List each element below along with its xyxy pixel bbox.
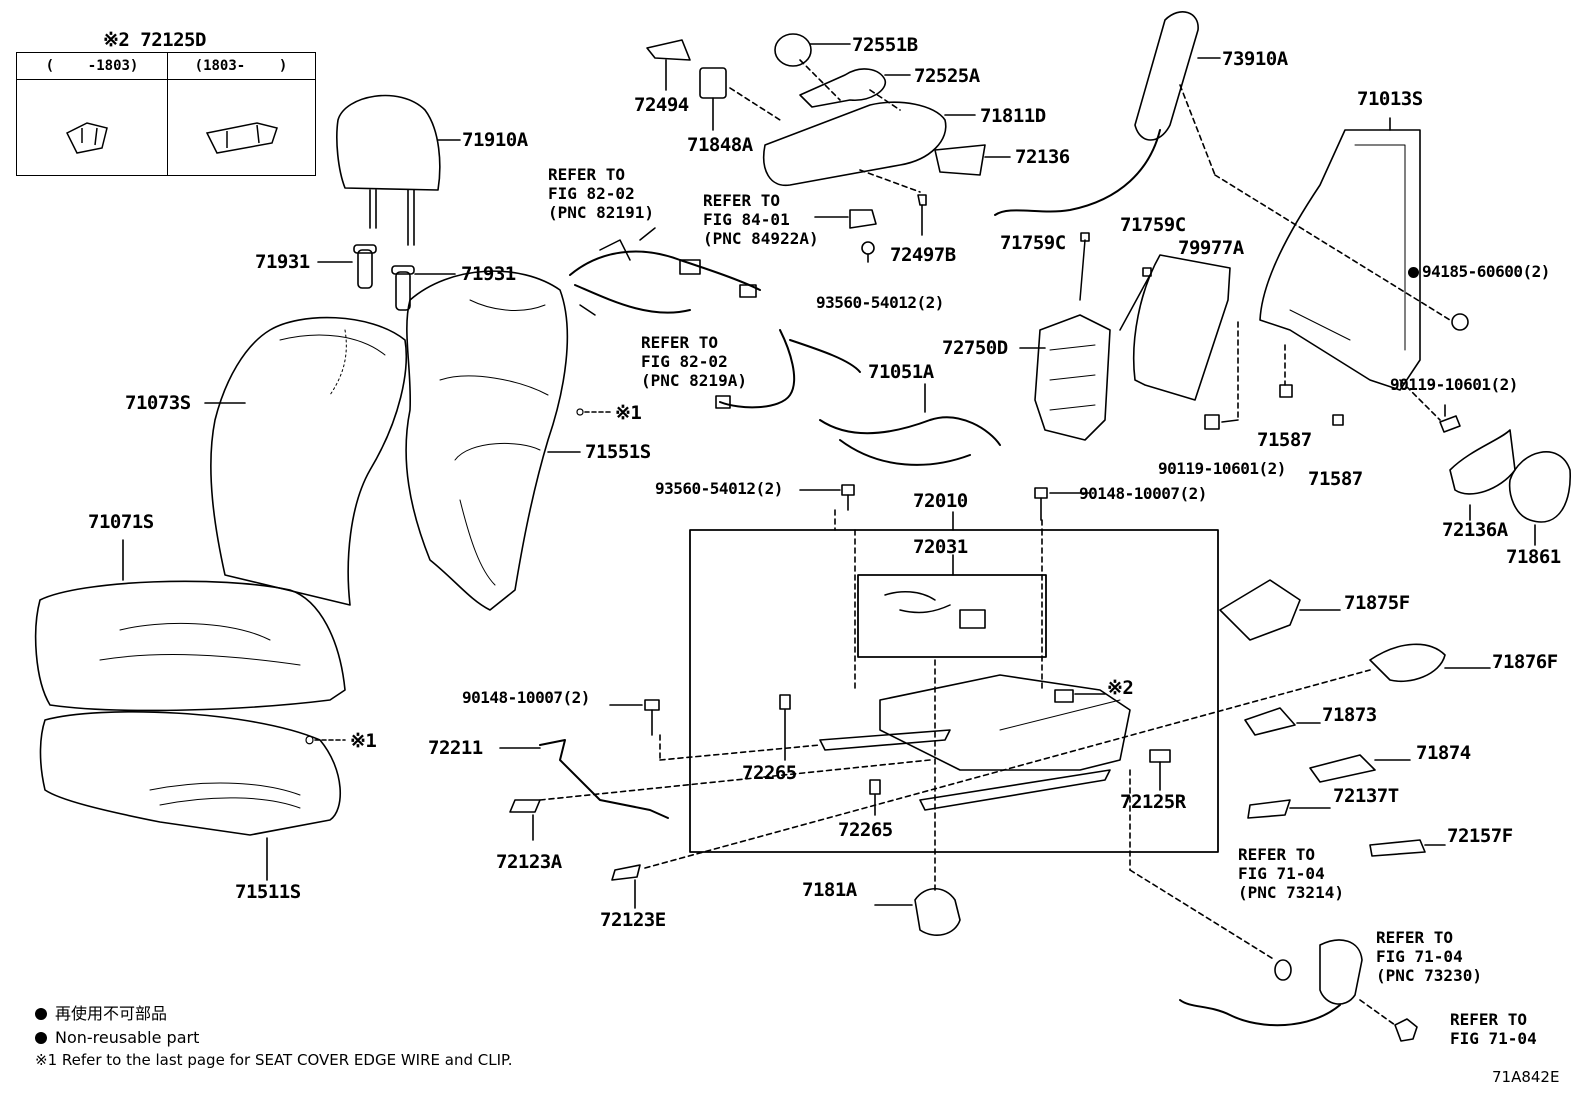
recliner-cover-parts [1449,429,1571,546]
seat-cushion-pad-71511S [39,711,346,881]
label-93560-upper: 93560-54012(2) [816,293,944,312]
label-note1-a: ※1 [615,402,642,424]
lumbar-support-72750D [1019,232,1152,441]
headrest-71910A [336,94,461,246]
label-93560-lower: 93560-54012(2) [655,479,783,498]
label-71587-a: 71587 [1257,429,1312,451]
refer-84922A: REFER TO FIG 84-01 (PNC 84922A) [703,191,819,248]
label-73910A: 73910A [1222,48,1288,70]
inset-col-1-header: ( -1803) [17,53,168,80]
non-reusable-dot-icon [1408,267,1419,278]
bolts [609,484,1091,736]
refer-71-04: REFER TO FIG 71-04 [1450,1010,1537,1048]
seatback-cover-71073S [204,316,408,606]
label-71051A: 71051A [868,361,934,383]
clip-icon-late [205,122,278,154]
label-72010: 72010 [913,490,968,512]
label-note2: ※2 [1107,677,1134,699]
inset-col-2-header: (1803- ) [167,53,315,80]
label-72031: 72031 [913,536,968,558]
label-71551S: 71551S [585,441,651,463]
label-72211: 72211 [428,737,483,759]
label-71931-left: 71931 [255,251,310,273]
label-71910A: 71910A [462,129,528,151]
label-90119-right: 90119-10601(2) [1390,375,1518,394]
back-board-79977A [1132,254,1239,430]
legend-jp: 再使用不可部品 [35,1004,167,1024]
motor-7181A [874,887,961,936]
diagram-id: 71A842E [1492,1068,1560,1086]
label-71876F: 71876F [1492,651,1558,673]
legend-en: Non-reusable part [35,1028,199,1048]
label-90119-left: 90119-10601(2) [1158,459,1286,478]
label-72125R: 72125R [1120,791,1186,813]
refer-73230: REFER TO FIG 71-04 (PNC 73230) [1376,928,1482,985]
wire-harness-82191 [569,227,761,316]
label-72123E: 72123E [600,909,666,931]
release-rod-72211 [499,669,1371,909]
label-72525A: 72525A [914,65,980,87]
label-71013S: 71013S [1357,88,1423,110]
label-72137T: 72137T [1333,785,1399,807]
label-72750D: 72750D [942,337,1008,359]
label-72265-right: 72265 [838,819,893,841]
label-72136A: 72136A [1442,519,1508,541]
label-71587-b: 71587 [1308,468,1363,490]
legend-note: ※1 Refer to the last page for SEAT COVER… [35,1051,513,1069]
side-airbag-73910A [994,11,1451,321]
label-71073S: 71073S [125,392,191,414]
inset-divider [167,53,168,175]
label-72551B: 72551B [852,34,918,56]
refer-73214: REFER TO FIG 71-04 (PNC 73214) [1238,845,1344,902]
label-71759C-upper: 71759C [1120,214,1186,236]
refer-8219A: REFER TO FIG 82-02 (PNC 8219A) [641,333,747,390]
headrest-guide-71931 [317,244,456,311]
label-90148-top: 90148-10007(2) [1079,484,1207,503]
label-72123A: 72123A [496,851,562,873]
label-note1-b: ※1 [350,730,377,752]
label-71759C-lower: 71759C [1000,232,1066,254]
adjuster-assy-72010 [659,509,1276,961]
switch-parts [646,33,1011,263]
label-71931-right: 71931 [461,263,516,285]
seatback-frame-71013S [1259,117,1469,433]
label-71511S: 71511S [235,881,301,903]
label-90148-left: 90148-10007(2) [462,688,590,707]
label-72265-left: 72265 [742,762,797,784]
label-71861: 71861 [1506,546,1561,568]
label-71848A: 71848A [687,134,753,156]
side-covers [1219,579,1491,857]
refer-82191: REFER TO FIG 82-02 (PNC 82191) [548,165,654,222]
label-71873: 71873 [1322,704,1377,726]
label-72157F: 72157F [1447,825,1513,847]
non-reusable-dot-icon [35,1008,47,1020]
seat-belt-buckle [1179,939,1418,1042]
label-94185: 94185-60600(2) [1408,263,1550,281]
label-79977A: 79977A [1178,237,1244,259]
label-72497B: 72497B [890,244,956,266]
label-72136: 72136 [1015,146,1070,168]
wire-harness-71051A [819,383,1001,466]
label-71071S: 71071S [88,511,154,533]
label-71811D: 71811D [980,105,1046,127]
non-reusable-dot-icon [35,1032,47,1044]
label-7181A: 7181A [802,879,857,901]
wire-harness-8219A [715,329,861,409]
label-72494: 72494 [634,94,689,116]
inset-title: ※2 72125D [103,29,206,51]
label-71874: 71874 [1416,742,1471,764]
label-71875F: 71875F [1344,592,1410,614]
seatback-pad-71551S [405,270,611,611]
seat-cushion-cover-71071S [34,539,346,712]
clip-icon-early [65,122,108,154]
inset-box: ( -1803) (1803- ) [16,52,316,176]
